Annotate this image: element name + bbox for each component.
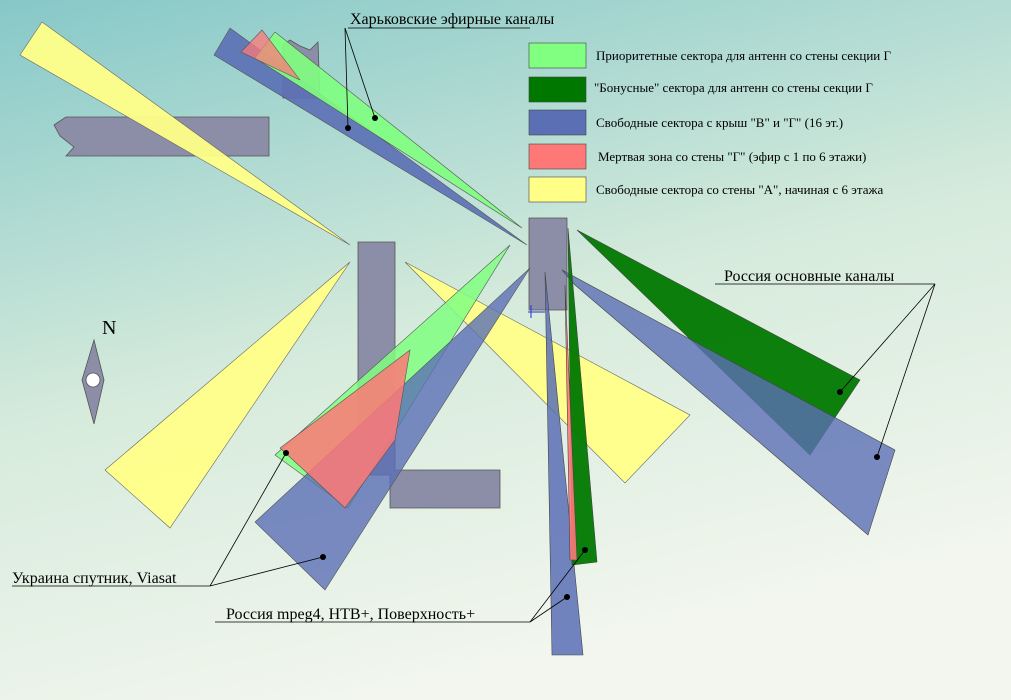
legend-swatch-free-roof: [528, 109, 587, 136]
callouts: [12, 27, 936, 623]
legend-swatch-priority: [528, 42, 587, 69]
sectors-ukraine-sat: [254, 244, 531, 591]
label-russia-mpeg4: Россия mpeg4, НТВ+, Поверхность+: [226, 606, 475, 623]
legend-item-free-wall-a: Свободные сектора со стены "А", начиная …: [528, 176, 883, 203]
north-label: N: [102, 317, 116, 339]
legend-item-free-roof: Свободные сектора с крыш "В" и "Г" (16 э…: [528, 109, 843, 136]
legend-swatch-free-wall-a: [528, 176, 587, 203]
callout-dots: [283, 115, 880, 600]
sector-yellow-2: [104, 261, 351, 529]
legend-swatch-bonus: [528, 76, 587, 103]
sector-red-mpeg4: [564, 284, 578, 561]
legend-item-priority: Приоритетные сектора для антенн со стены…: [528, 42, 892, 69]
legend-text-bonus: "Бонусные" сектора для антенн со стены с…: [594, 80, 873, 95]
legend-item-bonus: "Бонусные" сектора для антенн со стены с…: [528, 76, 873, 103]
origin-marker: [528, 305, 545, 318]
label-ukraine-sat: Украина спутник, Viasat: [12, 570, 177, 587]
building-section-g: [528, 217, 568, 311]
sectors-kharkiv: [213, 27, 528, 246]
label-russia-main: Россия основные каналы: [724, 268, 894, 285]
legend-text-dead-zone: Мертвая зона со стены "Г" (эфир с 1 по 6…: [598, 149, 866, 164]
legend-item-dead-zone: Мертвая зона со стены "Г" (эфир с 1 по 6…: [528, 143, 866, 170]
north-compass-icon: N: [81, 317, 116, 425]
legend-swatch-dead-zone: [528, 143, 587, 170]
legend-text-priority: Приоритетные сектора для антенн со стены…: [596, 48, 892, 63]
sector-red-kharkiv: [240, 29, 301, 81]
sector-yellow-1: [19, 21, 351, 246]
legend-text-free-wall-a: Свободные сектора со стены "А", начиная …: [596, 182, 883, 197]
sectors-russia-mpeg4: [544, 227, 598, 656]
legend-text-free-roof: Свободные сектора с крыш "В" и "Г" (16 э…: [596, 115, 843, 130]
label-kharkiv: Харьковские эфирные каналы: [350, 11, 554, 28]
sector-red-dead-zone: [279, 349, 411, 509]
legend: Приоритетные сектора для антенн со стены…: [528, 42, 892, 203]
